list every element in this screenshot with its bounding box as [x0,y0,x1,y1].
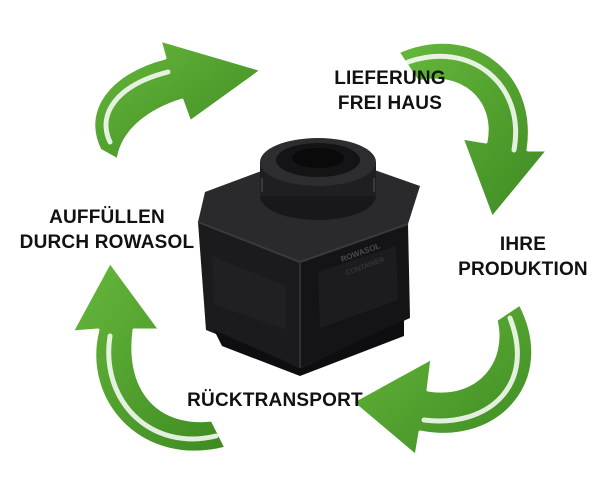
label-production-line1: IHRE [499,234,547,255]
container-cap [260,138,376,220]
label-delivery: LIEFERUNG FREI HAUS [300,66,480,116]
arrow-delivery-to-production-icon [396,40,550,220]
label-refill: AUFFÜLLEN DURCH ROWASOL [12,205,202,255]
label-delivery-line2: FREI HAUS [337,93,443,114]
label-refill-line1: AUFFÜLLEN [49,207,165,228]
label-return: RÜCKTRANSPORT [175,388,375,413]
label-delivery-line1: LIEFERUNG [334,68,446,89]
label-production: IHRE PRODUKTION [448,232,598,282]
arrow-return-to-refill-icon [70,260,228,454]
arrow-refill-to-delivery-icon [92,38,264,162]
label-refill-line2: DURCH ROWASOL [19,232,195,253]
label-production-line2: PRODUKTION [458,259,588,280]
label-return-line1: RÜCKTRANSPORT [187,390,363,411]
arrow-production-to-return-icon [350,302,535,458]
